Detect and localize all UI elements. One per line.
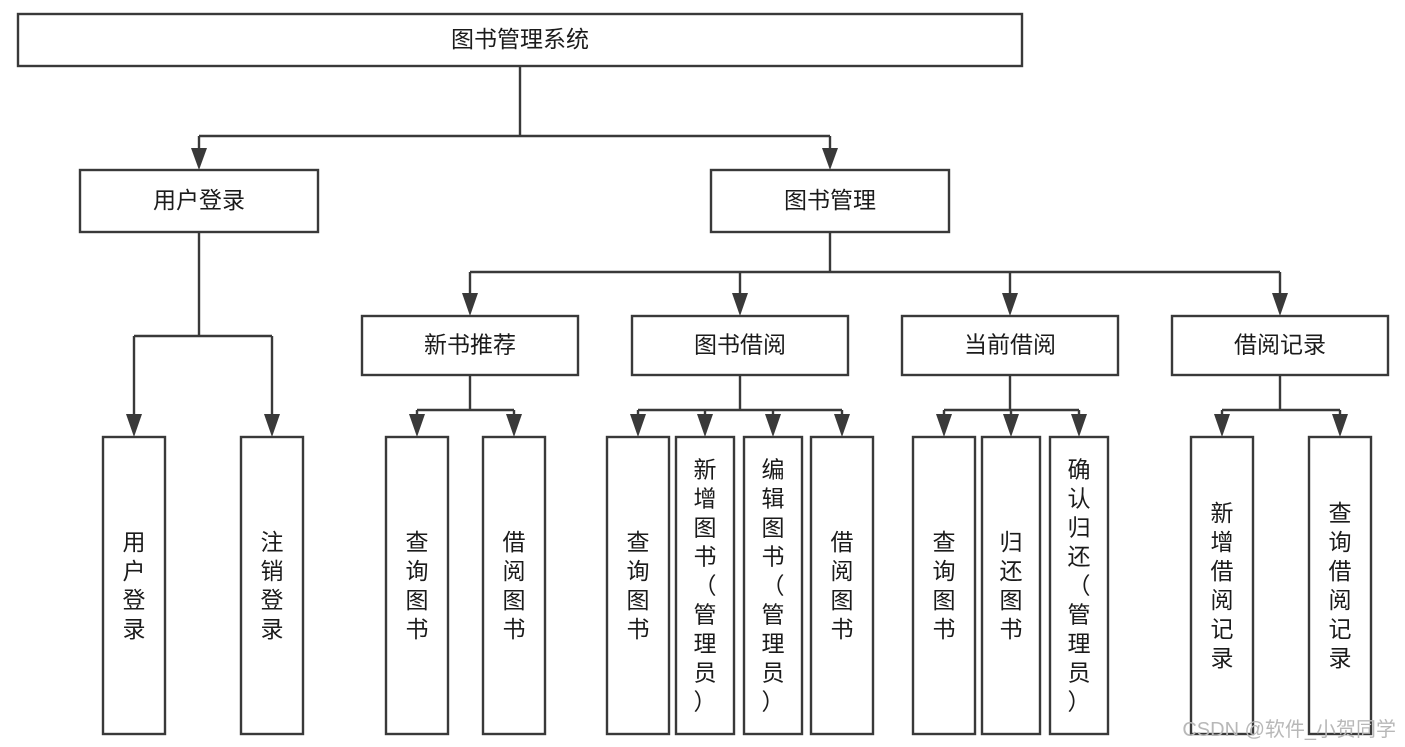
node-box-borrow-record[interactable] <box>1170 314 1390 377</box>
arrow-head-user-login <box>191 148 207 170</box>
node-label-leaf-query-book-3: 查询图书 <box>933 529 956 642</box>
node-box-leaf-add-record[interactable] <box>1189 435 1255 736</box>
arrow-head-leaf-edit-book <box>765 414 781 437</box>
arrow-head-current-borrow <box>1002 293 1018 316</box>
node-box-user-login[interactable] <box>78 168 320 234</box>
arrow-head-borrow-record <box>1272 293 1288 316</box>
node-book-borrow[interactable]: 图书借阅 <box>630 314 850 377</box>
node-box-leaf-query-book-1[interactable] <box>384 435 450 736</box>
node-box-leaf-add-book[interactable] <box>674 435 736 736</box>
node-label-leaf-add-book: 新增图书（管理员） <box>694 457 717 715</box>
node-box-leaf-return-book[interactable] <box>980 435 1042 736</box>
node-leaf-query-book-3[interactable]: 查询图书 <box>911 435 977 736</box>
arrow-head-leaf-query-book-1 <box>409 414 425 437</box>
connector-bookborrow-to-leaves <box>636 375 844 424</box>
connector-bookmgmt-to-level2 <box>468 232 1282 303</box>
node-leaf-user-login[interactable]: 用户登录 <box>101 435 167 736</box>
arrow-head-leaf-borrow-book-1 <box>506 414 522 437</box>
arrow-head-leaf-confirm-return <box>1071 414 1087 437</box>
node-leaf-logout[interactable]: 注销登录 <box>239 435 305 736</box>
connector-newbook-to-leaves <box>415 375 516 424</box>
node-label-book-borrow: 图书借阅 <box>694 332 786 358</box>
arrow-head-new-book-recommend <box>462 293 478 316</box>
node-box-leaf-edit-book[interactable] <box>742 435 804 736</box>
node-label-leaf-query-book-1: 查询图书 <box>406 529 429 642</box>
node-box-leaf-query-book-2[interactable] <box>605 435 671 736</box>
node-label-leaf-query-book-2: 查询图书 <box>627 529 650 642</box>
node-label-leaf-user-login: 用户登录 <box>123 529 146 642</box>
node-user-login[interactable]: 用户登录 <box>78 168 320 234</box>
node-box-root[interactable] <box>16 12 1024 68</box>
node-leaf-add-book[interactable]: 新增图书（管理员） <box>674 435 736 736</box>
arrow-head-book-management <box>822 148 838 170</box>
arrow-head-leaf-return-book <box>1003 414 1019 437</box>
node-box-leaf-borrow-book-1[interactable] <box>481 435 547 736</box>
node-box-leaf-user-login[interactable] <box>101 435 167 736</box>
node-leaf-query-book-2[interactable]: 查询图书 <box>605 435 671 736</box>
node-leaf-confirm-return[interactable]: 确认归还（管理员） <box>1048 435 1110 736</box>
node-label-new-book-recommend: 新书推荐 <box>424 332 516 358</box>
csdn-watermark: CSDN @软件_小贺同学 <box>1182 718 1396 741</box>
arrow-head-leaf-logout <box>264 414 280 437</box>
connector-borrowrecord-to-leaves <box>1220 375 1342 424</box>
node-label-leaf-borrow-book-1: 借阅图书 <box>503 529 526 642</box>
node-leaf-borrow-book-1[interactable]: 借阅图书 <box>481 435 547 736</box>
node-label-user-login: 用户登录 <box>153 187 245 213</box>
node-box-current-borrow[interactable] <box>900 314 1120 377</box>
arrow-head-leaf-add-book <box>697 414 713 437</box>
node-box-leaf-query-book-3[interactable] <box>911 435 977 736</box>
arrow-head-leaf-query-book-3 <box>936 414 952 437</box>
node-label-leaf-query-record: 查询借阅记录 <box>1329 500 1352 671</box>
node-label-borrow-record: 借阅记录 <box>1234 332 1326 358</box>
node-box-leaf-borrow-book-2[interactable] <box>809 435 875 736</box>
node-box-book-borrow[interactable] <box>630 314 850 377</box>
node-box-book-management[interactable] <box>709 168 951 234</box>
arrow-head-leaf-user-login <box>126 414 142 437</box>
node-root[interactable]: 图书管理系统 <box>16 12 1024 68</box>
node-box-leaf-logout[interactable] <box>239 435 305 736</box>
node-label-current-borrow: 当前借阅 <box>964 332 1056 358</box>
node-label-leaf-return-book: 归还图书 <box>1000 529 1023 642</box>
arrow-head-leaf-query-record <box>1332 414 1348 437</box>
node-leaf-query-record[interactable]: 查询借阅记录 <box>1307 435 1373 736</box>
connector-userlogin-to-leaves <box>132 232 274 424</box>
node-leaf-return-book[interactable]: 归还图书 <box>980 435 1042 736</box>
node-leaf-borrow-book-2[interactable]: 借阅图书 <box>809 435 875 736</box>
node-current-borrow[interactable]: 当前借阅 <box>900 314 1120 377</box>
node-new-book-recommend[interactable]: 新书推荐 <box>360 314 580 377</box>
node-label-leaf-logout: 注销登录 <box>261 529 284 642</box>
node-box-leaf-query-record[interactable] <box>1307 435 1373 736</box>
node-leaf-add-record[interactable]: 新增借阅记录 <box>1189 435 1255 736</box>
node-layer: 图书管理系统用户登录图书管理新书推荐图书借阅当前借阅借阅记录用户登录注销登录查询… <box>16 12 1390 736</box>
node-label-leaf-add-record: 新增借阅记录 <box>1211 500 1234 671</box>
arrow-head-leaf-borrow-book-2 <box>834 414 850 437</box>
node-label-leaf-borrow-book-2: 借阅图书 <box>831 529 854 642</box>
node-borrow-record[interactable]: 借阅记录 <box>1170 314 1390 377</box>
node-leaf-query-book-1[interactable]: 查询图书 <box>384 435 450 736</box>
connector-layer <box>126 66 1348 437</box>
node-box-leaf-confirm-return[interactable] <box>1048 435 1110 736</box>
node-leaf-edit-book[interactable]: 编辑图书（管理员） <box>742 435 804 736</box>
node-box-new-book-recommend[interactable] <box>360 314 580 377</box>
arrow-head-leaf-query-book-2 <box>630 414 646 437</box>
node-book-management[interactable]: 图书管理 <box>709 168 951 234</box>
node-label-leaf-confirm-return: 确认归还（管理员） <box>1068 457 1091 715</box>
arrow-head-book-borrow <box>732 293 748 316</box>
node-label-root: 图书管理系统 <box>451 26 589 52</box>
node-label-book-management: 图书管理 <box>784 187 876 213</box>
arrow-head-leaf-add-record <box>1214 414 1230 437</box>
connector-root-to-level1 <box>197 66 832 158</box>
node-label-leaf-edit-book: 编辑图书（管理员） <box>762 457 785 715</box>
